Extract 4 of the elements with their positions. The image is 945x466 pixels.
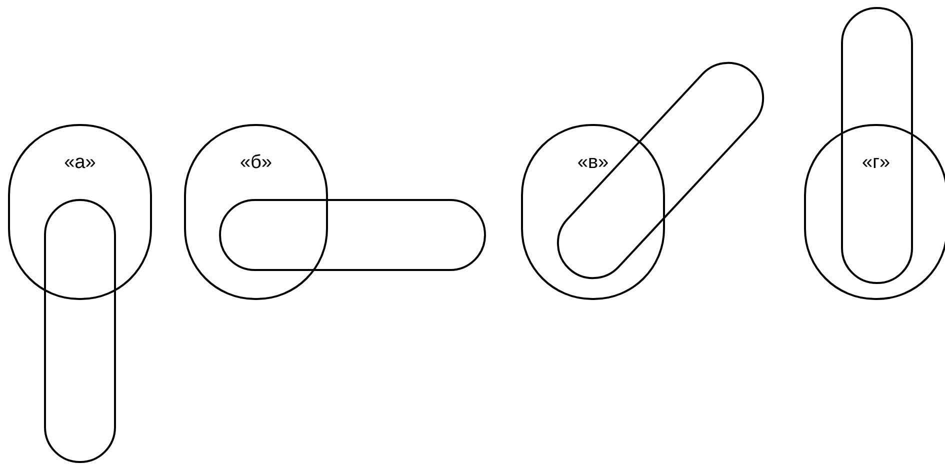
oval-frame: «г» bbox=[804, 124, 945, 300]
oval-frame: «в» bbox=[521, 124, 665, 300]
oval-frame: «а» bbox=[8, 124, 152, 300]
oval-frame: «б» bbox=[184, 124, 328, 300]
